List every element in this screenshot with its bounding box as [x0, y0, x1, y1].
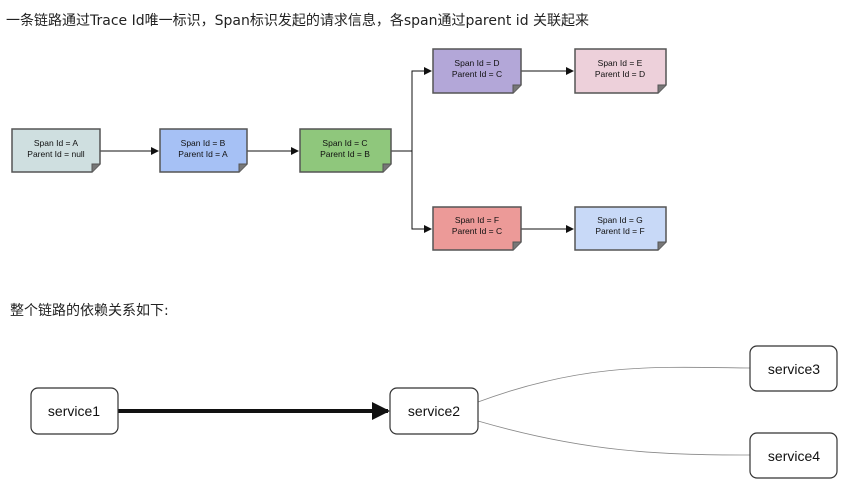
- span-b-id: Span Id = B: [181, 138, 226, 148]
- span-b-parent: Parent Id = A: [178, 149, 228, 159]
- service-node-2: service2: [389, 387, 479, 435]
- fold-corner: [657, 84, 666, 93]
- service-node-4: service4: [749, 432, 838, 479]
- span-a-parent: Parent Id = null: [27, 149, 85, 159]
- service-node-1: service1: [30, 387, 119, 435]
- service1-box: [30, 387, 119, 435]
- service4-box: [749, 432, 838, 479]
- span-node-g: Span Id = G Parent Id = F: [574, 206, 667, 251]
- edge-service2-service4: [477, 420, 751, 456]
- service2-box: [389, 387, 479, 435]
- span-g-parent: Parent Id = F: [595, 226, 644, 236]
- span-node-c: Span Id = C Parent Id = B: [299, 128, 392, 173]
- fold-corner: [512, 84, 521, 93]
- fold-corner: [657, 241, 666, 250]
- service-node-3: service3: [749, 345, 838, 392]
- span-node-f: Span Id = F Parent Id = C: [432, 206, 522, 251]
- span-e-id: Span Id = E: [598, 58, 643, 68]
- edge-service2-service3: [477, 366, 751, 403]
- span-d-id: Span Id = D: [454, 58, 499, 68]
- span-node-e: Span Id = E Parent Id = D: [574, 48, 667, 94]
- span-e-parent: Parent Id = D: [595, 69, 645, 79]
- span-a-id: Span Id = A: [34, 138, 79, 148]
- service1-label: service1: [48, 403, 100, 419]
- span-f-parent: Parent Id = C: [452, 226, 502, 236]
- fold-corner: [512, 241, 521, 250]
- span-connectors: [100, 67, 574, 233]
- span-diagram-heading: 一条链路通过Trace Id唯一标识，Span标识发起的请求信息，各span通过…: [6, 13, 590, 29]
- span-node-b: Span Id = B Parent Id = A: [159, 128, 248, 173]
- span-c-parent: Parent Id = B: [320, 149, 370, 159]
- span-node-d: Span Id = D Parent Id = C: [432, 48, 522, 94]
- span-c-id: Span Id = C: [322, 138, 367, 148]
- service3-box: [749, 345, 838, 392]
- service4-label: service4: [768, 448, 820, 464]
- span-f-id: Span Id = F: [455, 215, 499, 225]
- service-connectors: [118, 366, 751, 456]
- fold-corner: [382, 163, 391, 172]
- fold-corner: [238, 163, 247, 172]
- span-node-a: Span Id = A Parent Id = null: [11, 128, 101, 173]
- span-d-parent: Parent Id = C: [452, 69, 502, 79]
- edge-c-f: [411, 151, 432, 233]
- edge-c-d: [391, 67, 432, 152]
- service3-label: service3: [768, 361, 820, 377]
- fold-corner: [91, 163, 100, 172]
- service2-label: service2: [408, 403, 460, 419]
- span-g-id: Span Id = G: [597, 215, 643, 225]
- dependency-heading: 整个链路的依赖关系如下:: [10, 303, 169, 319]
